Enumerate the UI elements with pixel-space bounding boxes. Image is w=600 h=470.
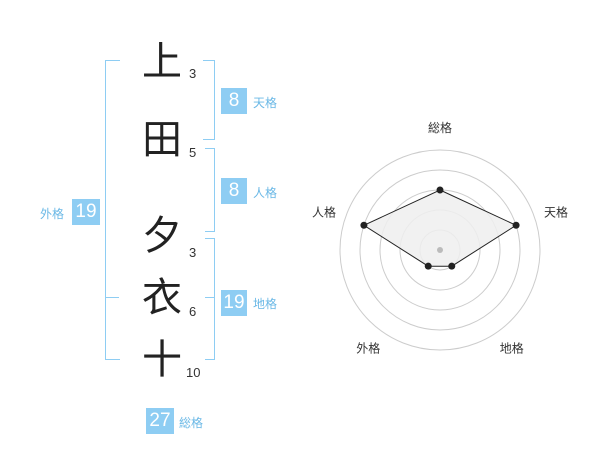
radar-axis-label-5: 人格 (312, 204, 336, 219)
radar-axis-label-4: 外格 (356, 341, 380, 356)
name-char-1: 上 (142, 39, 182, 85)
radar-axis-label-1: 総格 (428, 120, 452, 135)
radar-ring-4 (359, 169, 521, 331)
stroke-count-4: 6 (189, 304, 197, 319)
jinkaku-label: 人格 (253, 186, 278, 200)
radar-point-1 (436, 186, 444, 194)
tenkaku-bracket (203, 60, 215, 140)
stroke-count-1: 3 (189, 66, 197, 81)
radar-axis-label-3: 地格 (500, 341, 524, 356)
chikaku-label: 地格 (253, 297, 278, 311)
tenkaku-label: 天格 (253, 96, 278, 110)
radar-series-polygon (362, 189, 518, 267)
stroke-count-2: 5 (189, 145, 197, 160)
soukaku-value-badge: 27 (146, 408, 174, 434)
chikaku-bracket (205, 238, 215, 360)
tenkaku-value-badge: 8 (221, 88, 247, 114)
name-char-3: 夕 (142, 213, 182, 259)
stroke-count-5: 10 (186, 365, 201, 380)
gaikaku-value-badge: 19 (72, 199, 100, 225)
radar-axis-label-2: 天格 (544, 204, 568, 219)
gaikaku-bracket (105, 60, 120, 360)
soukaku-label: 総格 (179, 416, 204, 430)
radar-point-4 (424, 262, 432, 270)
radar-point-5 (360, 221, 368, 229)
radar-point-3 (448, 262, 456, 270)
name-char-2: 田 (142, 117, 182, 163)
gaikaku-bracket-tick (105, 297, 119, 298)
gaikaku-label: 外格 (40, 207, 65, 221)
stroke-count-3: 3 (189, 245, 197, 260)
name-char-5: 十 (142, 337, 182, 383)
radar-point-2 (512, 221, 520, 229)
radar-ring-5 (339, 149, 541, 351)
radar-center-dot (437, 247, 443, 253)
chikaku-bracket-tick (205, 297, 214, 298)
chikaku-value-badge: 19 (221, 290, 247, 316)
jinkaku-bracket (205, 148, 215, 232)
jinkaku-value-badge: 8 (221, 178, 247, 204)
name-char-4: 衣 (142, 275, 182, 321)
